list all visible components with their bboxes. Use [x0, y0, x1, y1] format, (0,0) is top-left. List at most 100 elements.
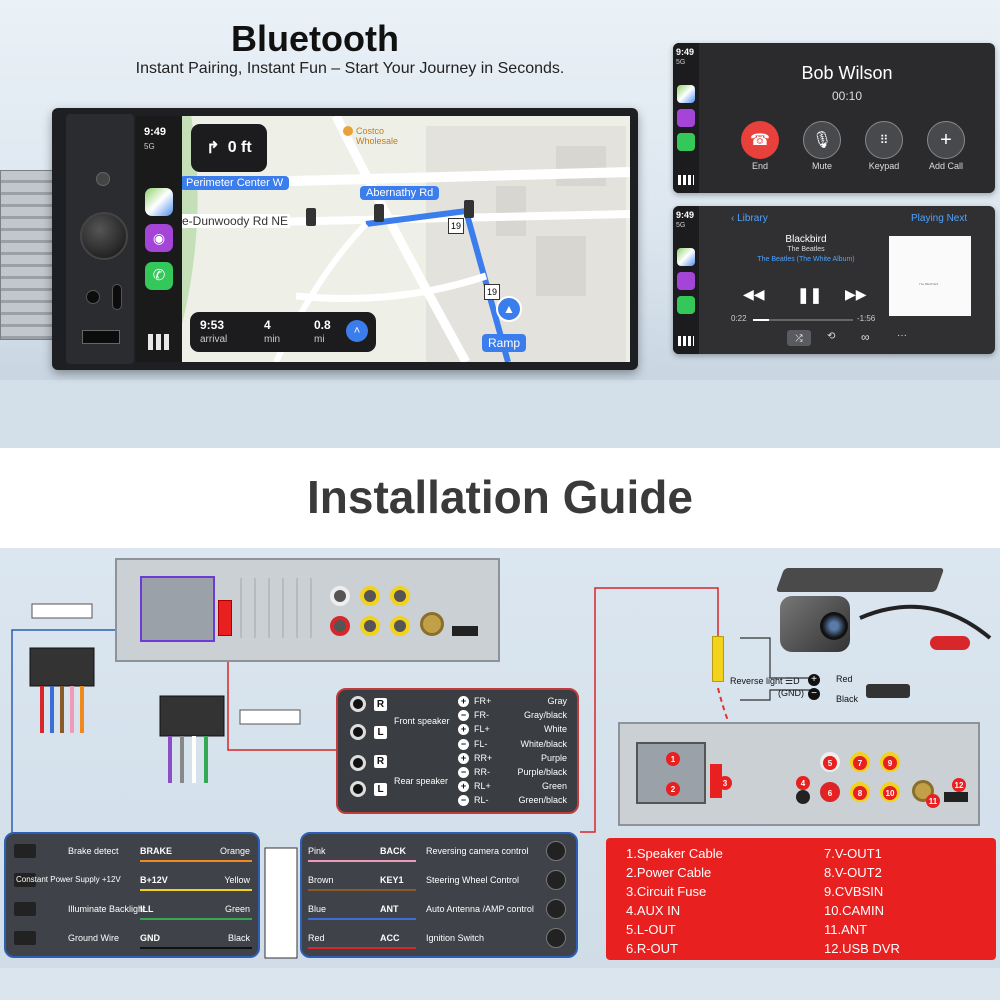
- port-list-item: 8.V-OUT2: [824, 865, 882, 880]
- repeat-button[interactable]: ⟲: [827, 331, 836, 342]
- eta-mi-label: mi: [314, 334, 325, 345]
- usb-port[interactable]: [82, 330, 120, 344]
- infinity-button[interactable]: ∞: [861, 330, 870, 344]
- back-chevron-icon: ‹: [731, 213, 735, 224]
- port-list-item: 3.Circuit Fuse: [626, 884, 707, 899]
- wire-code: ACC: [380, 933, 400, 943]
- eta-arrival-label: arrival: [200, 334, 228, 345]
- camera-lens-icon: [820, 612, 848, 640]
- speaker-side-badge: R: [374, 754, 387, 768]
- fuse-icon: [218, 600, 232, 636]
- plus-terminal-icon: +: [458, 781, 469, 793]
- port-marker-2: 2: [666, 782, 680, 796]
- aux-port[interactable]: [86, 290, 100, 304]
- maps-app-icon[interactable]: [677, 85, 695, 103]
- red-rca-plug: [930, 636, 970, 650]
- pause-button[interactable]: ❚❚: [797, 287, 823, 304]
- eta-min-value: 4: [264, 318, 271, 332]
- shuffle-button[interactable]: ⤮: [787, 330, 811, 346]
- wire-color-name: Black: [227, 933, 250, 943]
- wire-code: BACK: [380, 846, 406, 856]
- wire-description: Illuminate Backlight: [68, 904, 146, 914]
- phone-app-icon[interactable]: [677, 296, 695, 314]
- maps-app-icon[interactable]: [145, 188, 173, 216]
- plus-terminal-icon: +: [808, 674, 820, 686]
- port-list-item: 7.V-OUT1: [824, 846, 882, 861]
- phone-app-icon[interactable]: [677, 133, 695, 151]
- port-marker-1: 1: [666, 752, 680, 766]
- app-grid-icon[interactable]: [148, 334, 170, 350]
- speaker-wire-color: Green: [541, 781, 567, 792]
- traffic-light-icon: [464, 200, 474, 218]
- track-artist: The Beatles: [787, 246, 825, 253]
- keypad-button[interactable]: ⠿: [865, 121, 903, 159]
- caller-name: Bob Wilson: [801, 63, 893, 83]
- remaining-time: -1:56: [857, 314, 876, 323]
- wire-color-name: Orange: [219, 846, 250, 856]
- port-marker-8: 8: [853, 786, 867, 800]
- eta-arrival-value: 9:53: [200, 318, 225, 332]
- speaker-jack-icon: [350, 696, 366, 712]
- route-shield-icon: 19: [448, 218, 464, 234]
- yellow-rca-plug: [712, 636, 724, 682]
- mute-button[interactable]: 🎙: [803, 121, 841, 159]
- fuse-icon: [710, 764, 722, 798]
- wire-line: [308, 918, 416, 920]
- maps-app-icon[interactable]: [677, 248, 695, 266]
- rewind-button[interactable]: ◀◀: [743, 286, 765, 302]
- wire-color-name: Yellow: [224, 875, 250, 885]
- port-marker-11: 11: [926, 794, 940, 808]
- status-signal: 5G: [144, 142, 155, 151]
- mount-bracket: [0, 170, 56, 340]
- podcasts-app-icon[interactable]: [677, 272, 695, 290]
- podcasts-app-icon[interactable]: ◉: [145, 224, 173, 252]
- wire-code: KEY1: [380, 875, 404, 885]
- phone-app-icon[interactable]: ✆: [145, 262, 173, 290]
- road-label-perimeter: Perimeter Center W: [180, 176, 290, 190]
- library-back-button[interactable]: ‹ Library: [731, 213, 768, 224]
- volume-knob[interactable]: [80, 212, 128, 260]
- speaker-side-badge: L: [374, 726, 387, 740]
- status-signal: 5G: [676, 222, 686, 229]
- traffic-light-icon: [374, 204, 384, 222]
- forward-button[interactable]: ▶▶: [845, 286, 867, 302]
- route-shield-icon: 19: [484, 284, 500, 300]
- port-list-item: 9.CVBSIN: [824, 884, 884, 899]
- speaker-wire-color: Purple: [540, 752, 567, 763]
- library-label: Library: [737, 213, 768, 224]
- progress-track[interactable]: [753, 319, 853, 321]
- wire-line: [308, 947, 416, 949]
- port-list-item: 1.Speaker Cable: [626, 846, 723, 861]
- iso-connector: [140, 576, 215, 642]
- usb-c-port[interactable]: [112, 284, 122, 310]
- rca-yellow-jack: [360, 586, 380, 606]
- eta-card[interactable]: 9:53 arrival 4 min 0.8 mi ˄: [190, 312, 376, 352]
- speaker-row: −RR-Purple/black: [338, 767, 577, 781]
- playing-next-link[interactable]: Playing Next: [911, 213, 968, 224]
- port-marker-10: 10: [883, 786, 897, 800]
- add-call-button[interactable]: +: [927, 121, 965, 159]
- more-button[interactable]: ···: [897, 330, 907, 341]
- expand-chevron-icon[interactable]: ˄: [346, 320, 368, 342]
- wire-code: GND: [140, 933, 160, 943]
- music-dock: 9:49 5G: [673, 206, 699, 354]
- nav-distance: 0 ft: [227, 139, 252, 156]
- status-time: 9:49: [676, 47, 695, 57]
- music-screen: 9:49 5G ‹ Library Playing Next Blackbird…: [673, 206, 995, 354]
- app-grid-icon[interactable]: [678, 175, 694, 185]
- speaker-jack-icon: [350, 754, 366, 771]
- speaker-side-badge: L: [374, 783, 387, 797]
- app-grid-icon[interactable]: [678, 336, 694, 346]
- wire-line: [140, 860, 252, 862]
- podcasts-app-icon[interactable]: [677, 109, 695, 127]
- end-call-button[interactable]: ☎: [741, 121, 779, 159]
